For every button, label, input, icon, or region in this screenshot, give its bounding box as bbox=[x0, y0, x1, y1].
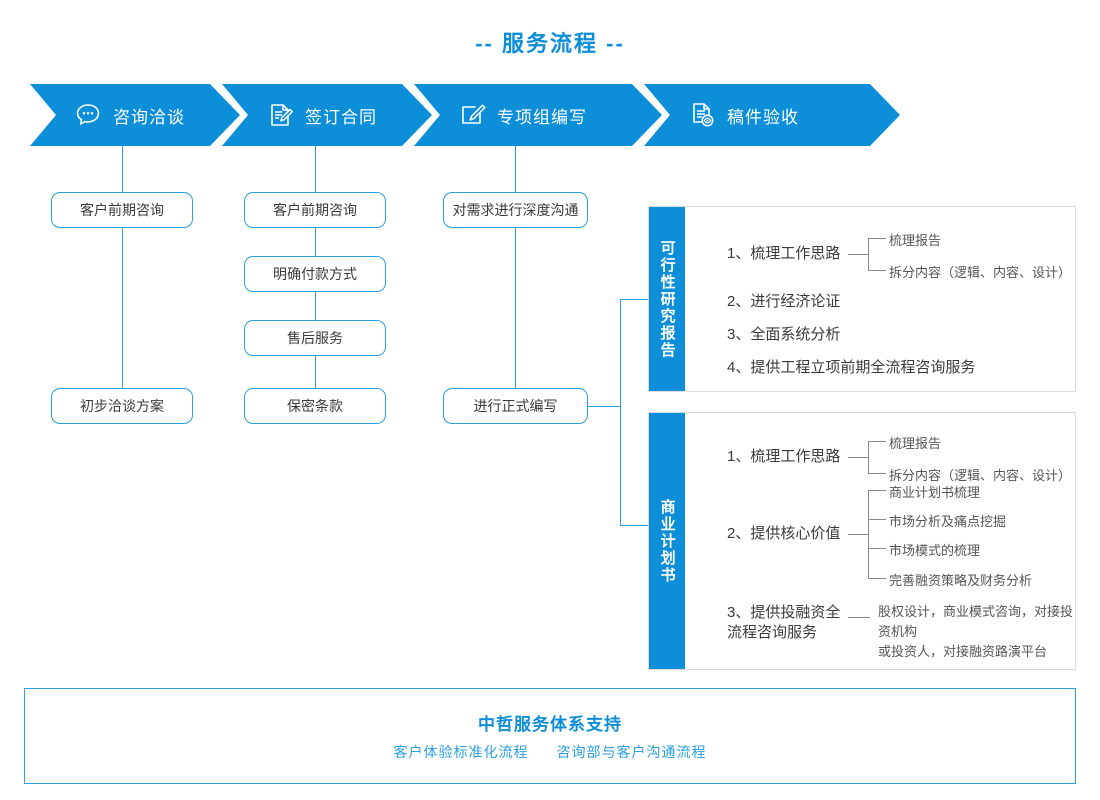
panel2-item-2-sub-2: 市场分析及痛点挖掘 bbox=[889, 514, 1007, 529]
edit-pencil-icon bbox=[458, 101, 486, 129]
connector-col1-mid bbox=[122, 228, 123, 388]
footer-sub-right: 咨询部与客户沟通流程 bbox=[556, 744, 707, 760]
panel1-item-4: 4、提供工程立项前期全流程咨询服务 bbox=[727, 359, 976, 376]
step-arrow-2[interactable]: 签订合同 bbox=[222, 84, 432, 146]
connector-col1-top bbox=[122, 146, 123, 192]
flow-box-c2-r3[interactable]: 售后服务 bbox=[244, 320, 386, 356]
bracket-h-sub-2a bbox=[868, 490, 886, 491]
flow-box-c2-r1[interactable]: 客户前期咨询 bbox=[244, 192, 386, 228]
footer-support-banner: 中哲服务体系支持 客户体验标准化流程 咨询部与客户沟通流程 bbox=[24, 688, 1076, 784]
panel-body: 1、梳理工作思路 梳理报告 拆分内容（逻辑、内容、设计） 2、进行经济论证 3、… bbox=[685, 207, 1075, 391]
connector-col2-s2 bbox=[315, 292, 316, 320]
bracket-h-stem-1 bbox=[848, 457, 868, 458]
panel2-item-1: 1、梳理工作思路 bbox=[727, 448, 841, 465]
bracket-v-2 bbox=[868, 490, 869, 578]
footer-title: 中哲服务体系支持 bbox=[478, 715, 622, 734]
connector-col3-mid bbox=[515, 228, 516, 388]
step-arrow-4[interactable]: 稿件验收 bbox=[644, 84, 900, 146]
connector-col2-top bbox=[315, 146, 316, 192]
panel-tab-label: 商业计划书 bbox=[649, 413, 685, 669]
panel2-item-1-sub-2: 拆分内容（逻辑、内容、设计） bbox=[889, 468, 1072, 483]
bracket-h-stem-3 bbox=[848, 617, 870, 618]
panel2-item-2-sub-4: 完善融资策略及财务分析 bbox=[889, 573, 1033, 588]
panel1-item-3: 3、全面系统分析 bbox=[727, 326, 841, 343]
bracket-h-sub-1b bbox=[868, 270, 886, 271]
flow-box-c2-r4[interactable]: 保密条款 bbox=[244, 388, 386, 424]
flow-box-c2-r2[interactable]: 明确付款方式 bbox=[244, 256, 386, 292]
panel2-item-2-sub-3: 市场模式的梳理 bbox=[889, 543, 981, 558]
panel1-item-2: 2、进行经济论证 bbox=[727, 293, 841, 310]
panel-tab-label: 可行性研究报告 bbox=[649, 207, 685, 391]
bracket-h-stem-1 bbox=[848, 254, 868, 255]
bracket-v-1 bbox=[868, 238, 869, 270]
connector-branch-spine bbox=[620, 299, 621, 525]
contract-sign-icon bbox=[266, 101, 294, 129]
flow-box-c1-r1[interactable]: 客户前期咨询 bbox=[51, 192, 193, 228]
connector-branch-stem bbox=[588, 406, 620, 407]
step-label: 专项组编写 bbox=[497, 107, 587, 127]
connector-col2-s1 bbox=[315, 228, 316, 256]
panel1-item-1-sub-1: 梳理报告 bbox=[889, 233, 942, 248]
footer-subtitle: 客户体验标准化流程 咨询部与客户沟通流程 bbox=[380, 742, 721, 762]
bracket-h-sub-2d bbox=[868, 578, 886, 579]
bracket-h-sub-2b bbox=[868, 519, 886, 520]
footer-sub-left: 客户体验标准化流程 bbox=[393, 744, 529, 760]
step-label: 签订合同 bbox=[305, 107, 377, 127]
panel-body: 1、梳理工作思路 梳理报告 拆分内容（逻辑、内容、设计） 2、提供核心价值 商业… bbox=[685, 413, 1075, 669]
page-title: -- 服务流程 -- bbox=[475, 31, 625, 56]
connector-branch-to-panel2 bbox=[620, 525, 648, 526]
bracket-h-stem-2 bbox=[848, 534, 868, 535]
panel-business-plan: 商业计划书 1、梳理工作思路 梳理报告 拆分内容（逻辑、内容、设计） 2、提供核… bbox=[648, 412, 1076, 670]
panel1-item-1: 1、梳理工作思路 bbox=[727, 245, 841, 262]
chat-bubble-icon bbox=[74, 101, 102, 129]
bracket-h-sub-1a bbox=[868, 441, 886, 442]
bracket-v-1 bbox=[868, 441, 869, 473]
step-arrow-1[interactable]: 咨询洽谈 bbox=[30, 84, 240, 146]
step-arrow-3[interactable]: 专项组编写 bbox=[414, 84, 662, 146]
panel2-item-2: 2、提供核心价值 bbox=[727, 525, 841, 542]
document-review-eye-icon bbox=[688, 101, 716, 129]
bracket-h-sub-2c bbox=[868, 548, 886, 549]
step-label: 咨询洽谈 bbox=[113, 107, 185, 127]
flow-box-c1-r2[interactable]: 初步洽谈方案 bbox=[51, 388, 193, 424]
panel2-item-3: 3、提供投融资全 流程咨询服务 bbox=[727, 604, 841, 642]
connector-col3-top bbox=[515, 146, 516, 192]
panel2-item-1-sub-1: 梳理报告 bbox=[889, 436, 942, 451]
bracket-h-sub-1a bbox=[868, 238, 886, 239]
bracket-h-sub-1b bbox=[868, 473, 886, 474]
panel-feasibility-report: 可行性研究报告 1、梳理工作思路 梳理报告 拆分内容（逻辑、内容、设计） 2、进… bbox=[648, 206, 1076, 392]
panel2-item-2-sub-1: 商业计划书梳理 bbox=[889, 485, 981, 500]
flow-box-c3-r1[interactable]: 对需求进行深度沟通 bbox=[443, 192, 588, 228]
connector-col2-s3 bbox=[315, 356, 316, 388]
flow-box-c3-r2[interactable]: 进行正式编写 bbox=[443, 388, 588, 424]
panel2-item-3-desc: 股权设计，商业模式咨询，对接投资机构 或投资人，对接融资路演平台 bbox=[878, 604, 1074, 660]
connector-branch-to-panel1 bbox=[620, 299, 648, 300]
panel1-item-1-sub-2: 拆分内容（逻辑、内容、设计） bbox=[889, 265, 1072, 280]
step-label: 稿件验收 bbox=[727, 107, 799, 127]
